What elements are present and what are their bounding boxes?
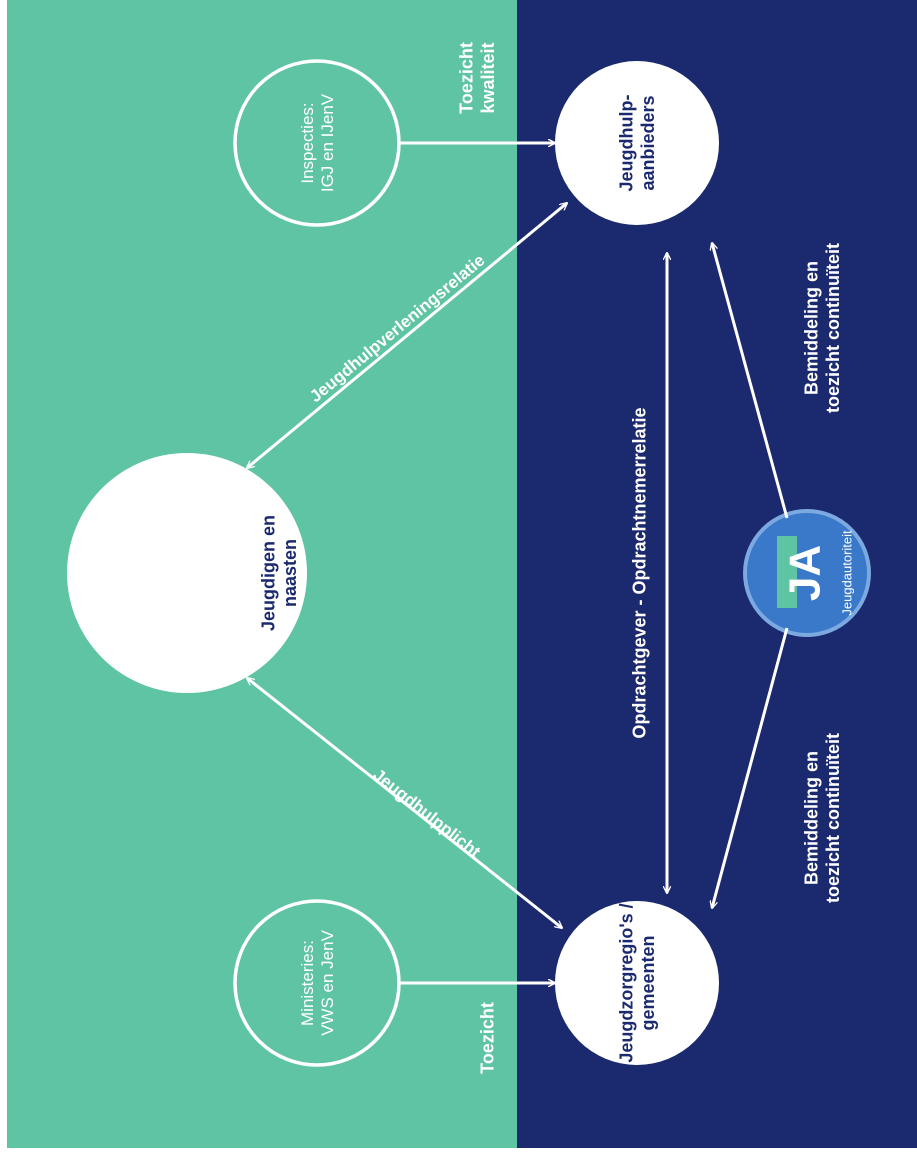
diagram-frame: Ministeries:VWS en JenV Inspecties:IGJ en… bbox=[7, 0, 917, 1148]
toezicht-kwaliteit-label: Toezichtkwaliteit bbox=[457, 42, 499, 114]
bemiddeling-aanbieders-label: Bemiddeling entoezicht continuïteit bbox=[802, 243, 844, 413]
opdrachtgever-label: Opdrachtgever - Opdrachtnemerrelatie bbox=[629, 407, 649, 738]
jeugdhulpverleningsrelatie-arrow bbox=[247, 203, 567, 468]
jeugdhulpaanbieders-circle bbox=[555, 61, 719, 225]
bemiddeling-aanbieders-arrow bbox=[712, 243, 789, 519]
logo-letters: JA bbox=[780, 545, 829, 601]
jeugdautoriteit-logo-circle bbox=[745, 511, 869, 635]
bemiddeling-regio-arrow bbox=[712, 627, 789, 908]
jeugdzorg-relations-diagram: Ministeries:VWS en JenV Inspecties:IGJ en… bbox=[7, 0, 917, 1148]
inspecties-label: Inspecties:IGJ en IJenV bbox=[298, 93, 337, 192]
jeugdzorgregios-circle bbox=[555, 901, 719, 1065]
jeugdigen-circle bbox=[67, 453, 307, 693]
jeugdzorgregios-label: Jeugdzorgregio's /gemeenten bbox=[617, 903, 659, 1062]
navy-background bbox=[517, 0, 917, 1148]
jeugdigen-label: Jeugdigen ennaasten bbox=[259, 515, 301, 631]
jeugdhulpaanbieders-label: Jeugdhulp-aanbieders bbox=[617, 95, 659, 192]
ministeries-label: Ministeries:VWS en JenV bbox=[298, 929, 337, 1035]
rotated-diagram-group: Ministeries:VWS en JenV Inspecties:IGJ en… bbox=[7, 0, 917, 1148]
jeugdautoriteit-label: Jeugdautoriteit bbox=[840, 530, 855, 616]
jeugdhulpplicht-arrow bbox=[247, 678, 562, 928]
jeugdautoriteit-logo-ring bbox=[743, 509, 871, 637]
logo-accent-shape bbox=[777, 536, 797, 608]
toezicht-label: Toezicht bbox=[477, 1002, 497, 1074]
bemiddeling-regio-label: Bemiddeling entoezicht continuïteit bbox=[802, 733, 844, 903]
